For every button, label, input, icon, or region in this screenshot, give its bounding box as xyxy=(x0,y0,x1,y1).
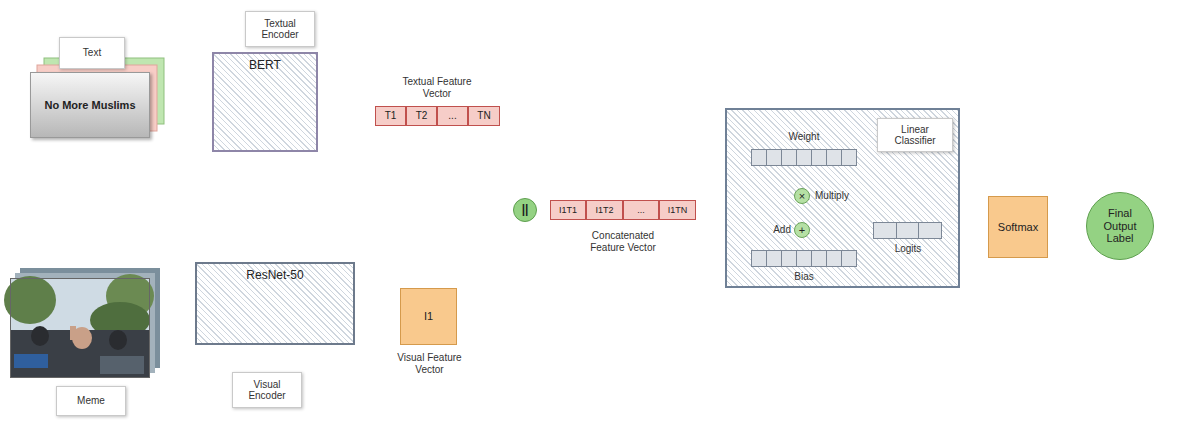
caption: Textual Feature Vector xyxy=(397,76,477,100)
caption: Add xyxy=(763,224,791,236)
node-label: I1 xyxy=(422,310,435,323)
softmax-box: Softmax xyxy=(988,196,1048,258)
tag-label: Visual Encoder xyxy=(232,372,302,408)
caption: Multiply xyxy=(815,190,865,202)
meme-photo xyxy=(4,268,160,378)
concat-circle: || xyxy=(513,198,537,222)
caption: Concatenated Feature Vector xyxy=(578,230,668,254)
vector-cell: ... xyxy=(623,200,659,220)
vector-cell: T1 xyxy=(375,106,406,126)
bar-cell xyxy=(766,149,782,166)
bar-cell xyxy=(781,250,797,267)
bar-cell xyxy=(918,222,942,239)
vector-cell: ... xyxy=(437,106,468,126)
node-label: T2 xyxy=(414,110,430,122)
node-label: TN xyxy=(475,110,492,122)
bar-cell xyxy=(841,250,857,267)
bar-cell xyxy=(826,250,842,267)
vector-cell: I1T2 xyxy=(586,200,623,220)
encoder-box: ResNet-50Visual Encoder xyxy=(195,262,355,345)
output-circle: Final Output Label xyxy=(1086,192,1154,260)
vector-cell: I1TN xyxy=(659,200,696,220)
encoder-box: Textual EncoderBERT xyxy=(212,52,318,152)
logits-bar: Logits xyxy=(874,222,942,239)
tag-label: Meme xyxy=(56,386,126,416)
classifier-box: Linear ClassifierWeight×Multiply+AddBias… xyxy=(725,108,960,288)
node-label: ResNet-50 xyxy=(197,269,353,283)
operator-circle: +Add xyxy=(794,222,810,238)
node-label: Softmax xyxy=(996,221,1040,234)
feature-vector: Concatenated Feature VectorI1T1I1T2...I1… xyxy=(550,200,696,220)
vector-cell: T2 xyxy=(406,106,437,126)
node-label: Final Output Label xyxy=(1087,207,1153,245)
caption: Bias xyxy=(769,271,839,283)
bar-cell xyxy=(873,222,897,239)
caption: Weight xyxy=(769,131,839,143)
node-label: I1TN xyxy=(666,205,690,215)
bar-cell xyxy=(811,250,827,267)
caption: Logits xyxy=(874,243,942,255)
bar-cell xyxy=(896,222,920,239)
caption: Visual Feature Vector xyxy=(389,352,470,376)
operator-circle: ×Multiply xyxy=(794,188,810,204)
bar-cell xyxy=(796,250,812,267)
node-label: ... xyxy=(635,205,647,215)
bar-cell xyxy=(841,149,857,166)
node-label: ... xyxy=(446,110,458,122)
node-label: × xyxy=(797,190,807,203)
visual-vector: I1Visual Feature Vector xyxy=(400,288,457,345)
tag-label: Textual Encoder xyxy=(245,11,315,47)
bar-cell xyxy=(796,149,812,166)
feature-vector: Textual Feature VectorT1T2...TN xyxy=(375,106,500,126)
bar-cell xyxy=(751,149,767,166)
node-label: BERT xyxy=(214,59,316,73)
text-input-card: TextNo More Muslims xyxy=(30,72,150,138)
bar-cell xyxy=(811,149,827,166)
tag-label: Text xyxy=(59,37,125,69)
meme-image: Meme xyxy=(10,278,150,378)
bar-cell xyxy=(751,250,767,267)
bar-cell xyxy=(766,250,782,267)
node-label: + xyxy=(797,224,807,237)
vector-cell: I1T1 xyxy=(550,200,586,220)
tag-label: Linear Classifier xyxy=(877,118,953,152)
weight-bar: Weight xyxy=(752,149,857,166)
node-label: I1T2 xyxy=(593,205,615,215)
node-label: || xyxy=(520,203,531,217)
bar-cell xyxy=(781,149,797,166)
node-label: No More Muslims xyxy=(42,99,137,112)
vector-cell: TN xyxy=(468,106,500,126)
bar-cell xyxy=(826,149,842,166)
bias-bar: Bias xyxy=(752,250,857,267)
node-label: T1 xyxy=(383,110,399,122)
node-label: I1T1 xyxy=(557,205,579,215)
